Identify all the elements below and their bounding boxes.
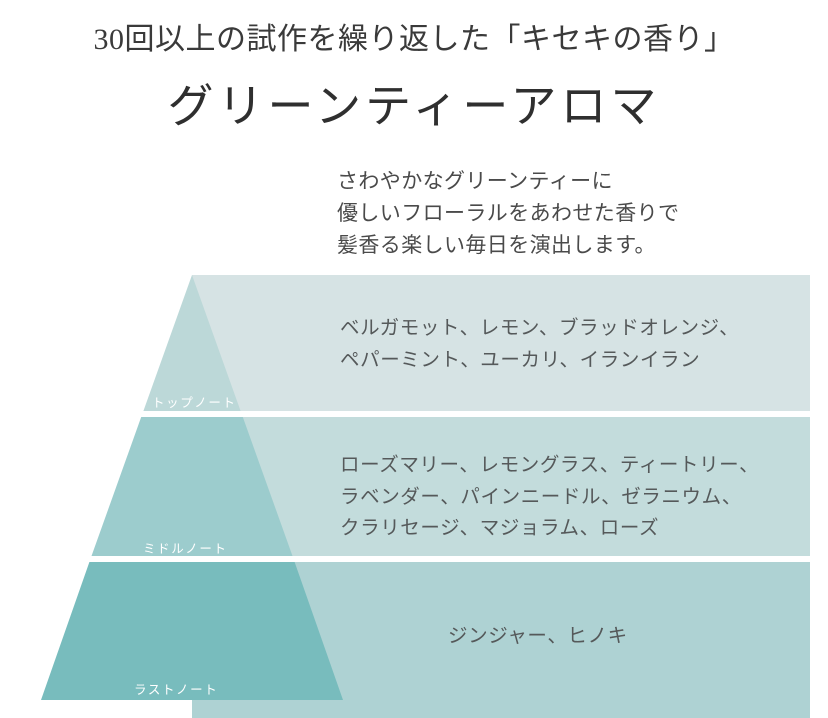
middle-note-ingredients: ローズマリー、レモングラス、ティートリー、 ラベンダー、パインニードル、ゼラニウ… <box>340 450 759 545</box>
ingredient-line: ペパーミント、ユーカリ、イランイラン <box>340 348 701 371</box>
page-title: グリーンティーアロマ <box>167 81 661 132</box>
kicker-text: 30回以上の試作を繰り返した「キセキの香り」 <box>93 23 735 56</box>
ingredient-line: ジンジャー、ヒノキ <box>448 625 628 647</box>
ingredient-line: ラベンダー、パインニードル、ゼラニウム、 <box>340 485 742 508</box>
lead-line-3: 髪香る楽しい毎日を演出します。 <box>337 232 656 257</box>
ingredient-line: ベルガモット、レモン、ブラッドオレンジ、 <box>340 317 740 339</box>
ingredient-line: クラリセージ、マジョラム、ローズ <box>340 517 660 540</box>
top-note-ingredients: ベルガモット、レモン、ブラッドオレンジ、 ペパーミント、ユーカリ、イランイラン <box>340 313 739 376</box>
lead-description: さわやかなグリーンティーに 優しいフローラルをあわせた香りで 髪香る楽しい毎日を… <box>337 166 679 262</box>
middle-note-label: ミドルノート <box>143 542 228 556</box>
last-note-ingredients: ジンジャー、ヒノキ <box>448 621 628 653</box>
lead-line-2: 優しいフローラルをあわせた香りで <box>337 200 680 225</box>
ingredient-line: ローズマリー、レモングラス、ティートリー、 <box>340 454 760 476</box>
last-note-triangle-slice <box>41 562 343 700</box>
top-note-band <box>192 275 810 411</box>
top-note-label: トップノート <box>152 396 237 410</box>
last-note-label: ラストノート <box>134 683 219 697</box>
middle-note-band <box>192 417 810 556</box>
lead-line-1: さわやかなグリーンティーに <box>337 169 613 193</box>
